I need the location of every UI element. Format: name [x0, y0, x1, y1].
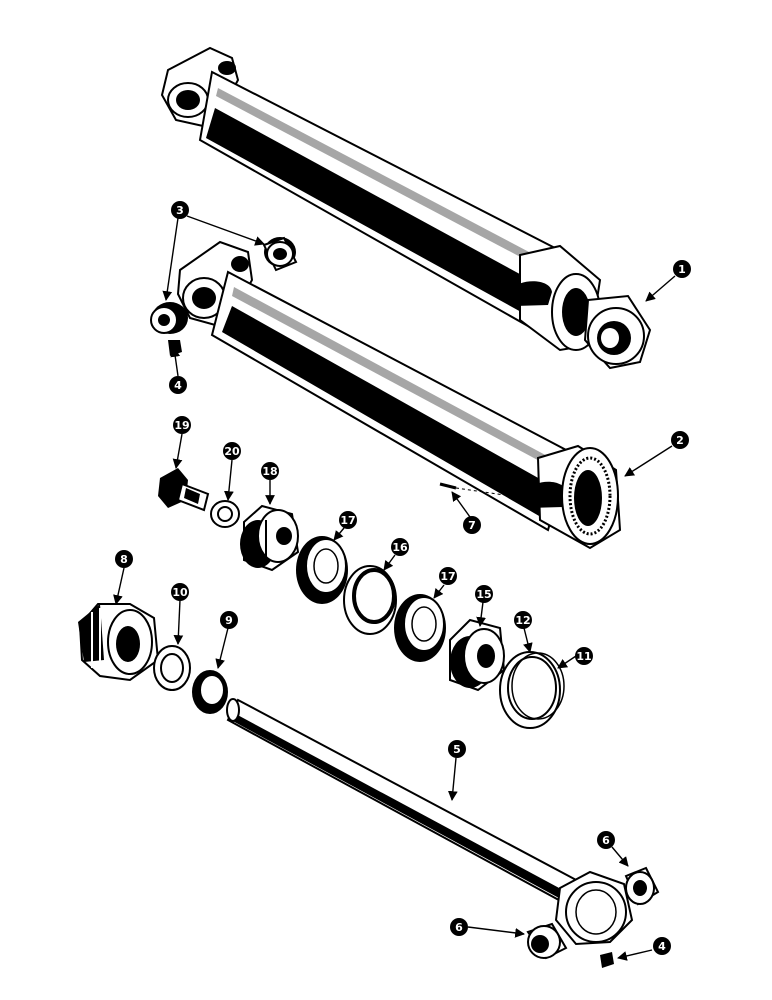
callout-6-right: 6 [597, 831, 615, 849]
callout-19: 19 [173, 416, 191, 434]
callout-17-left: 17 [339, 511, 357, 529]
callout-7: 7 [463, 516, 481, 534]
seal-part-9 [192, 670, 228, 714]
callout-18: 18 [261, 462, 279, 480]
callout-15: 15 [475, 585, 493, 603]
svg-text:7: 7 [468, 519, 476, 532]
svg-text:19: 19 [174, 419, 189, 432]
assembled-cylinder-part-1 [160, 46, 652, 370]
callout-20: 20 [223, 442, 241, 460]
cylinder-barrel-part-2 [176, 240, 622, 550]
svg-text:6: 6 [455, 921, 463, 934]
piston-rod-part-5 [226, 698, 634, 946]
wiper-part-10 [153, 645, 191, 691]
svg-text:17: 17 [440, 570, 455, 583]
callout-10: 10 [171, 583, 189, 601]
svg-text:3: 3 [176, 204, 184, 217]
callout-11: 11 [575, 647, 593, 665]
bushing-part-6-left [526, 922, 568, 960]
callout-16: 16 [391, 538, 409, 556]
ring-part-16 [343, 565, 397, 635]
callout-1: 1 [673, 260, 691, 278]
seal-part-17-left [296, 536, 348, 604]
bushing-part-6-right [624, 866, 660, 906]
leader-lines [113, 215, 676, 961]
svg-text:12: 12 [515, 614, 530, 627]
seal-part-17-right [394, 594, 446, 662]
ring-part-11 [511, 652, 565, 720]
bolt-part-19 [158, 468, 210, 512]
svg-text:18: 18 [262, 465, 277, 478]
callout-4-upper: 4 [169, 376, 187, 394]
callout-12: 12 [514, 611, 532, 629]
svg-text:15: 15 [476, 588, 491, 601]
callout-17-right: 17 [439, 567, 457, 585]
svg-text:6: 6 [602, 834, 610, 847]
svg-text:11: 11 [576, 650, 591, 663]
callout-9: 9 [220, 611, 238, 629]
bushing-part-3-upper [262, 236, 298, 272]
callout-3: 3 [171, 201, 189, 219]
bushing-part-3-lower [150, 302, 188, 334]
callout-5: 5 [448, 740, 466, 758]
ring-part-12 [499, 651, 561, 729]
svg-text:5: 5 [453, 743, 461, 756]
svg-text:4: 4 [658, 940, 666, 953]
svg-text:10: 10 [172, 586, 188, 599]
callout-6-left: 6 [450, 918, 468, 936]
svg-text:9: 9 [225, 614, 233, 627]
callout-8: 8 [115, 550, 133, 568]
washer-part-20 [210, 500, 240, 528]
svg-text:20: 20 [224, 445, 240, 458]
svg-text:17: 17 [340, 514, 355, 527]
callout-2: 2 [671, 431, 689, 449]
set-screw-part-7 [439, 482, 526, 499]
callout-4-lower: 4 [653, 937, 671, 955]
svg-text:2: 2 [676, 434, 684, 447]
svg-text:8: 8 [120, 553, 128, 566]
svg-text:1: 1 [678, 263, 686, 276]
svg-text:16: 16 [392, 541, 408, 554]
piston-part-18 [240, 504, 300, 572]
svg-text:4: 4 [174, 379, 182, 392]
grease-fitting-part-4-lower [600, 952, 614, 968]
gland-part-15 [449, 618, 506, 692]
cylinder-head-part-8 [78, 603, 160, 682]
